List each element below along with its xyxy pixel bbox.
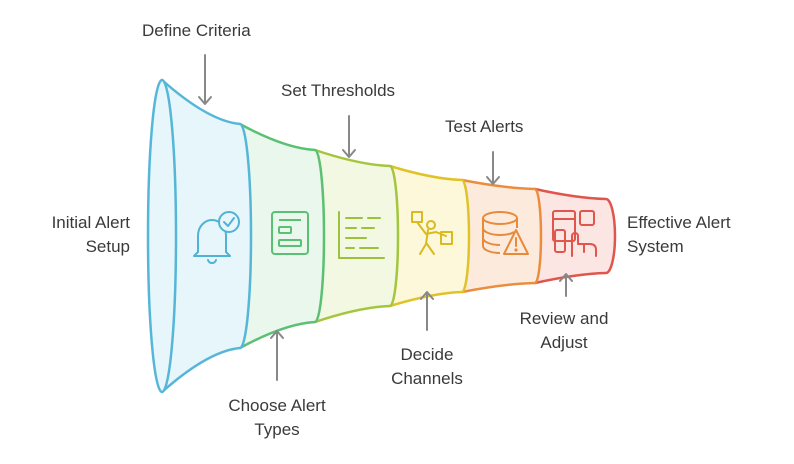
threshold-bars-icon: [338, 211, 385, 259]
funnel-segments: [146, 78, 617, 394]
funnel-segment-5: [460, 178, 543, 294]
label-set-thresholds: Set Thresholds: [281, 81, 396, 100]
bell-check-icon: [193, 211, 240, 264]
funnel-mouth: [146, 78, 178, 394]
label-test-alerts: Test Alerts: [445, 117, 524, 136]
person-signpost-icon: [411, 211, 453, 255]
funnel-segment-1: [160, 78, 253, 394]
document-list-icon: [271, 211, 309, 255]
funnel-segment-3: [313, 148, 400, 324]
callout-arrows: [198, 54, 573, 381]
funnel-segment-2: [238, 122, 326, 350]
funnel-segment-4: [388, 164, 471, 308]
label-define-criteria: Define Criteria: [142, 21, 251, 40]
database-warning-icon: [482, 211, 529, 255]
dashboard-touch-icon: [552, 210, 597, 257]
